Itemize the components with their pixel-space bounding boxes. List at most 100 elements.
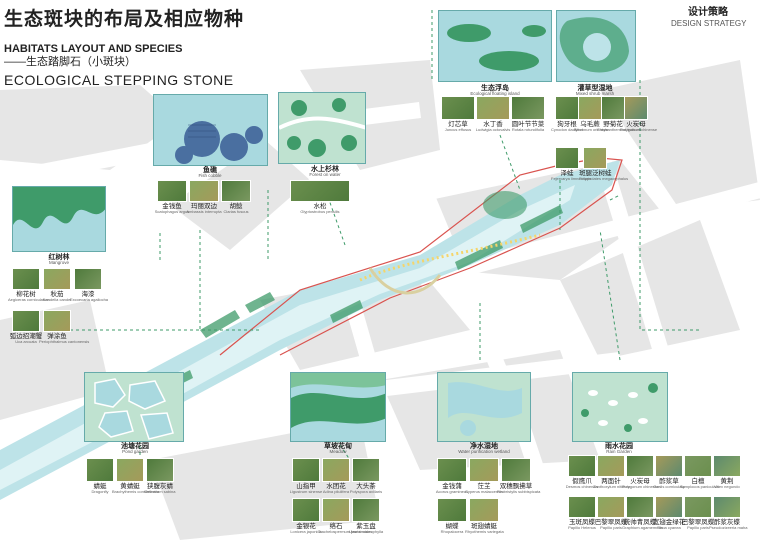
species-name: 野菊花	[603, 121, 623, 128]
species-photo	[684, 455, 712, 477]
species-name: 白檀	[691, 478, 705, 485]
species-latin-name: Blechnum orientale	[574, 127, 609, 133]
species-latin-name: Orthetrum sabina	[144, 489, 176, 495]
species-photo	[290, 180, 350, 202]
fish-reef-illustration	[175, 121, 263, 164]
species-photo	[12, 310, 40, 332]
species-name: 斑翅蜻蜓	[471, 523, 497, 530]
species-name: 金钱鱼	[162, 203, 182, 210]
species-latin-name: Graphium agamemnon	[622, 525, 663, 531]
bridge	[368, 267, 442, 295]
habitat-panel-meadow	[290, 372, 386, 442]
species-name: 山指甲	[296, 483, 316, 490]
species-name: 大头茶	[356, 483, 376, 490]
species-name: 秋茄	[50, 291, 64, 298]
species-name: 水团花	[326, 483, 346, 490]
species-name: 蝴蝶	[445, 523, 459, 530]
species-latin-name: Rhyothemis variegata	[465, 529, 504, 535]
species-latin-name: Fimbristylis subbispicata	[497, 489, 541, 495]
species-photo	[74, 268, 102, 290]
species-photo	[511, 96, 545, 120]
species-latin-name: Brachythemis contaminata	[112, 489, 160, 495]
rain-garden-illustration	[581, 383, 658, 432]
species-name: 金钱蒲	[442, 483, 462, 490]
species-latin-name: Scatophagus argus	[154, 209, 190, 215]
species-latin-name: Fejervarya limnocharis	[551, 176, 592, 182]
species-name: 灯芯草	[448, 121, 468, 128]
species-latin-name: Ligustrum sinense	[289, 489, 323, 495]
species-photo	[568, 496, 596, 518]
species-name: 两面针	[601, 478, 621, 485]
species-latin-name: Uvaria macrophylla	[348, 529, 384, 535]
species-photo	[655, 455, 683, 477]
habitat-panel-rain	[572, 372, 668, 442]
species-photo	[352, 458, 380, 482]
page-title-en: HABITATS LAYOUT AND SPECIES	[4, 43, 183, 55]
species-photo	[476, 96, 510, 120]
species-name: 火炭母	[630, 478, 650, 485]
species-latin-name: Polypedates megacephalus	[579, 176, 629, 182]
species-name: 火炭母	[626, 121, 646, 128]
species-photo	[322, 458, 350, 482]
species-latin-name: Cynodon dactylon	[551, 127, 584, 133]
section-title: 设计策略	[688, 7, 728, 18]
species-latin-name: Symplocos paniculata	[680, 484, 719, 490]
species-photo	[322, 498, 350, 522]
species-name: 假鹰爪	[572, 478, 592, 485]
species-photo	[43, 310, 71, 332]
species-photo	[12, 268, 40, 290]
species-name: 狗牙根	[557, 121, 577, 128]
species-photo	[684, 496, 712, 518]
species-photo	[597, 496, 625, 518]
shrub-marsh-illustration	[559, 17, 629, 73]
species-latin-name: Zanthoxylum nitidum	[593, 484, 630, 490]
habitat-panel-pond	[84, 372, 184, 442]
species-latin-name: Adina pilulifera	[322, 489, 350, 495]
species-photo	[146, 458, 174, 482]
species-photo	[292, 458, 320, 482]
species-latin-name: Kandelia candel	[42, 297, 72, 303]
species-photo	[568, 455, 596, 477]
species-latin-name: Acorus gramineus	[435, 489, 469, 495]
species-photo	[352, 498, 380, 522]
species-name: 玛丽双边	[191, 203, 217, 210]
purification-wetland-illustration	[448, 382, 522, 436]
page-subtitle-en: ECOLOGICAL STEPPING STONE	[4, 72, 234, 88]
species-latin-name: Rhoa cyanea	[657, 525, 681, 531]
island	[483, 191, 527, 219]
species-latin-name: Oxalis corniculata	[653, 484, 685, 490]
species-latin-name: Vitex negundo	[714, 484, 740, 490]
habitat-panel-purify	[437, 372, 531, 442]
